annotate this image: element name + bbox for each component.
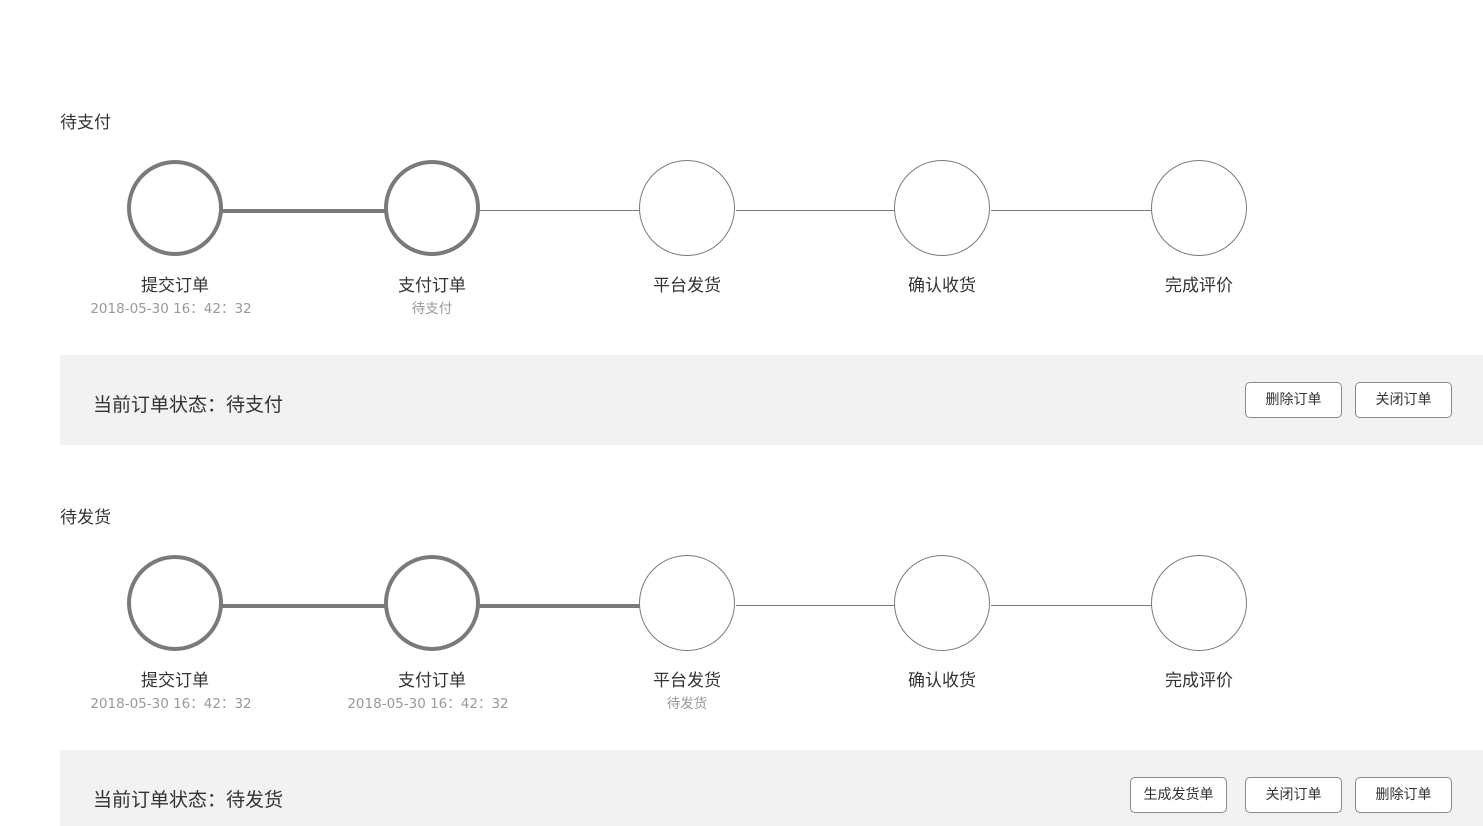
generate-shipping-order-button[interactable]: 生成发货单 — [1130, 777, 1227, 813]
progress-connector-1 — [222, 604, 386, 608]
step-label-ship: 平台发货 — [653, 671, 721, 691]
step-circle-receive — [894, 160, 990, 256]
step-subtext-pay: 待支付 — [411, 301, 453, 317]
step-circle-ship — [639, 555, 735, 651]
step-circle-ship — [639, 160, 735, 256]
step-label-submit: 提交订单 — [141, 671, 209, 691]
delete-order-button[interactable]: 删除订单 — [1355, 777, 1452, 813]
order-status-bar: 当前订单状态：待发货 生成发货单 关闭订单 删除订单 — [60, 750, 1483, 826]
step-circle-pay — [384, 555, 480, 651]
step-circle-submit — [127, 555, 223, 651]
step-label-pay: 支付订单 — [398, 671, 466, 691]
progress-connector-2 — [478, 604, 641, 608]
progress-connector-4 — [991, 605, 1153, 606]
step-subtext-submit: 2018-05-30 16：42：32 — [90, 301, 252, 317]
progress-connector-3 — [736, 605, 896, 606]
close-order-button[interactable]: 关闭订单 — [1245, 777, 1342, 813]
step-circle-review — [1151, 160, 1247, 256]
order-progress-timeline: 提交订单 支付订单 平台发货 确认收货 完成评价 2018-05-30 16：4… — [0, 545, 1300, 725]
order-status-bar: 当前订单状态：待支付 删除订单 关闭订单 — [60, 355, 1483, 445]
section-title: 待支付 — [60, 113, 111, 133]
progress-connector-2 — [480, 210, 640, 211]
current-order-status: 当前订单状态：待发货 — [93, 789, 284, 811]
delete-order-button[interactable]: 删除订单 — [1245, 382, 1342, 418]
step-subtext-submit: 2018-05-30 16：42：32 — [90, 696, 252, 712]
step-circle-receive — [894, 555, 990, 651]
step-label-submit: 提交订单 — [141, 276, 209, 296]
current-order-status: 当前订单状态：待支付 — [93, 394, 284, 416]
step-subtext-ship: 待发货 — [666, 696, 708, 712]
step-label-review: 完成评价 — [1165, 276, 1233, 296]
progress-connector-3 — [736, 210, 896, 211]
step-circle-review — [1151, 555, 1247, 651]
step-label-ship: 平台发货 — [653, 276, 721, 296]
close-order-button[interactable]: 关闭订单 — [1355, 382, 1452, 418]
step-label-pay: 支付订单 — [398, 276, 466, 296]
step-circle-submit — [127, 160, 223, 256]
step-label-receive: 确认收货 — [908, 671, 976, 691]
progress-connector-4 — [991, 210, 1153, 211]
step-circle-pay — [384, 160, 480, 256]
step-label-review: 完成评价 — [1165, 671, 1233, 691]
step-label-receive: 确认收货 — [908, 276, 976, 296]
progress-connector-1 — [222, 209, 386, 213]
section-title: 待发货 — [60, 508, 111, 528]
step-subtext-pay: 2018-05-30 16：42：32 — [347, 696, 509, 712]
order-progress-timeline: 提交订单 支付订单 平台发货 确认收货 完成评价 2018-05-30 16：4… — [0, 150, 1300, 330]
